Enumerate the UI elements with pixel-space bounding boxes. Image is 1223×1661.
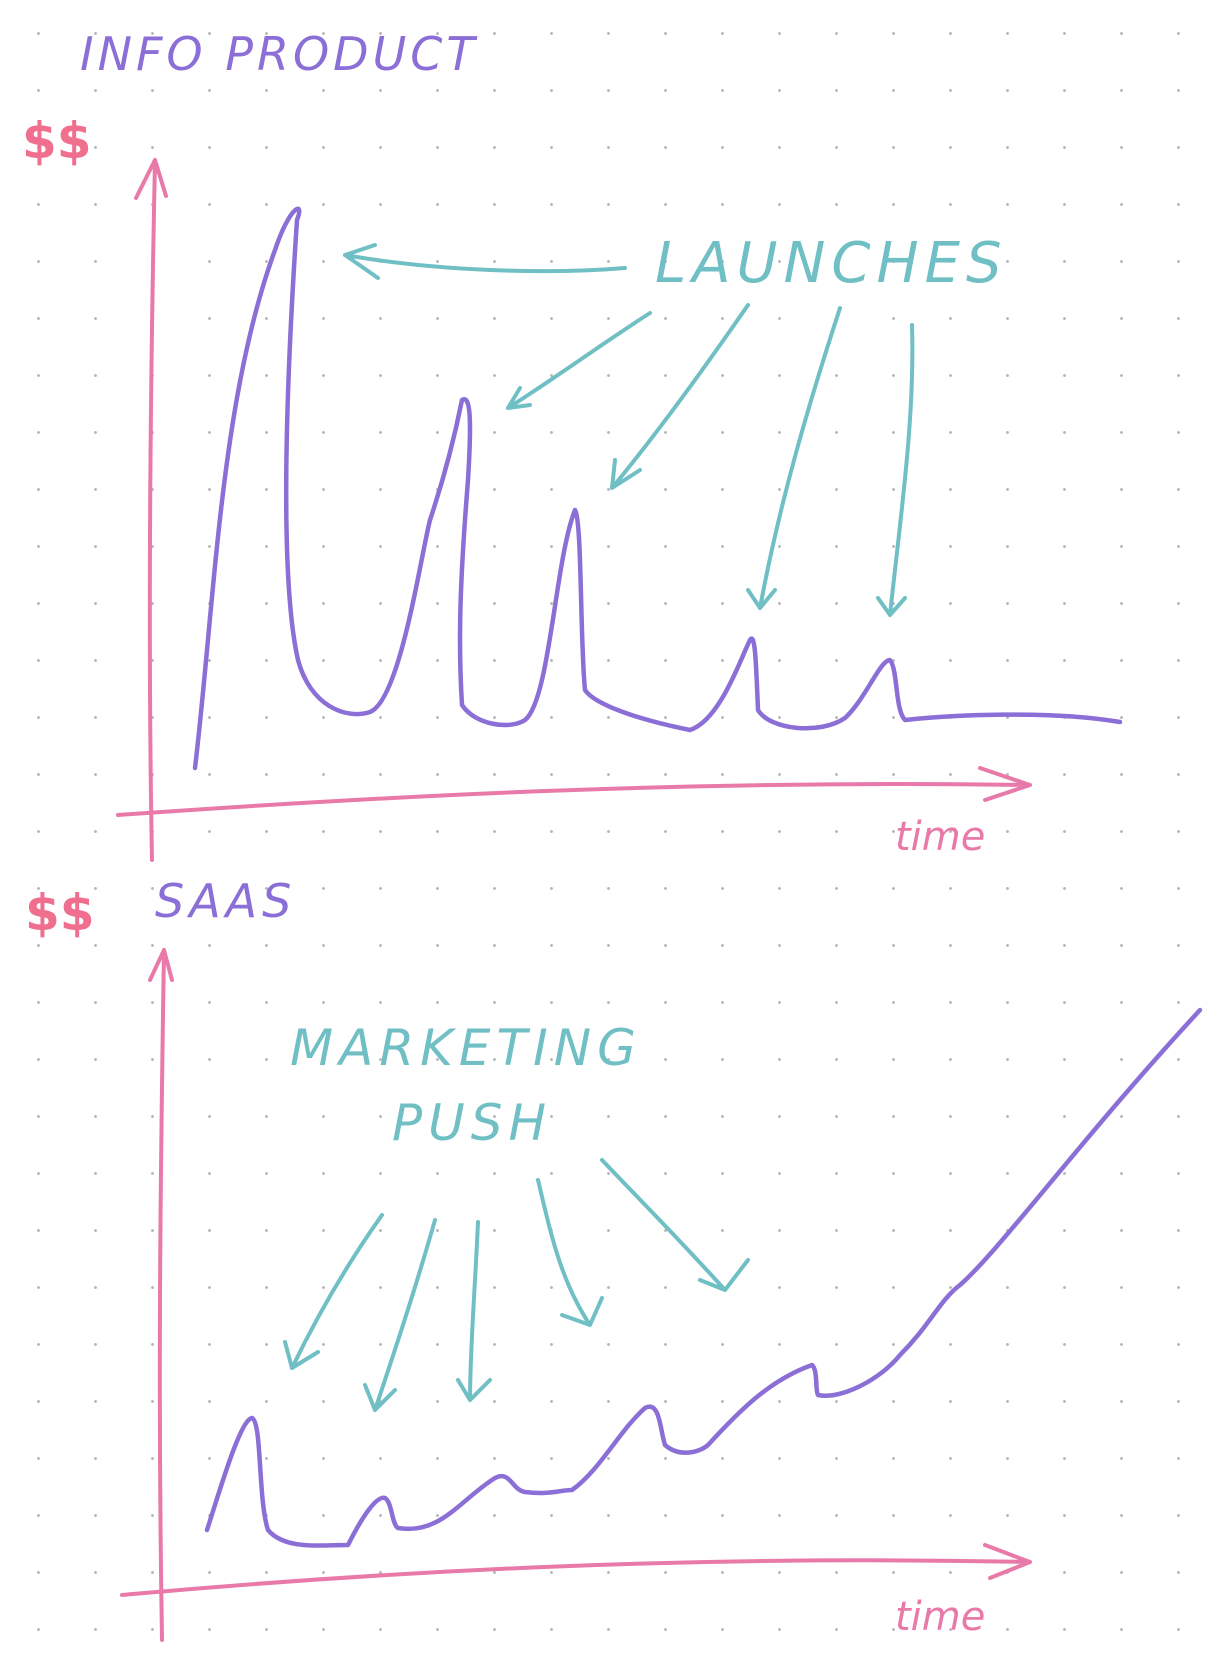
bottom-y-axis-label: $$ [25, 884, 95, 942]
top-y-axis [134, 158, 168, 862]
top-x-axis [116, 766, 1032, 817]
marketing-arrow-2 [363, 1218, 437, 1412]
info-product-revenue-line [192, 206, 1123, 771]
info-product-chart: INFO PRODUCT $$ time LAUNCHES [22, 27, 1123, 862]
launches-annotation: LAUNCHES [655, 231, 1008, 296]
launch-arrow-4 [746, 306, 842, 610]
saas-revenue-line [204, 1007, 1203, 1548]
launch-arrow-2 [506, 311, 652, 410]
saas-title: SAAS [155, 874, 296, 928]
launch-arrows [343, 243, 915, 617]
bottom-y-axis [148, 948, 174, 1642]
marketing-arrows [283, 1158, 750, 1412]
bottom-x-axis [120, 1543, 1032, 1597]
top-y-axis-label: $$ [22, 112, 92, 170]
marketing-annotation-line1: MARKETING [290, 1019, 642, 1077]
top-x-axis-label: time [895, 814, 985, 860]
marketing-arrow-3 [456, 1220, 492, 1402]
info-product-title: INFO PRODUCT [80, 27, 478, 81]
marketing-annotation-line2: PUSH [392, 1094, 552, 1152]
bottom-x-axis-label: time [895, 1594, 985, 1640]
launch-arrow-3 [610, 303, 750, 490]
marketing-arrow-5 [600, 1158, 750, 1292]
launch-arrow-5 [876, 323, 915, 617]
marketing-arrow-1 [283, 1213, 384, 1370]
launch-arrow-1 [343, 243, 627, 280]
marketing-arrow-4 [536, 1178, 604, 1327]
saas-chart: $$ SAAS time MARKETING PUSH [25, 874, 1203, 1642]
